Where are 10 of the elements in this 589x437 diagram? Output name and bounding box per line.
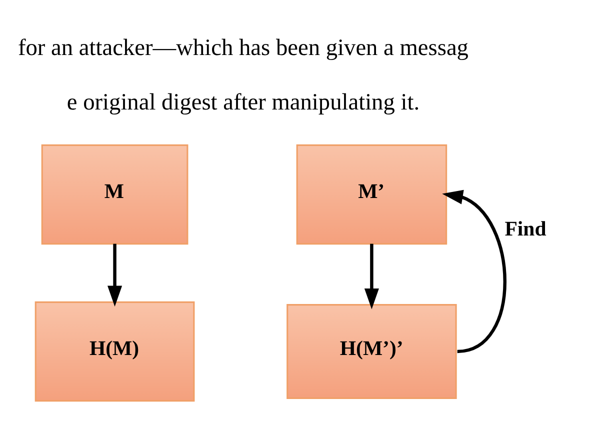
label: for an attacker—which has been given a messag [18,34,468,61]
arrow [108,244,122,307]
node-box: H(M’)’ [286,304,457,399]
node-box: H(M) [34,301,195,402]
node-box: M [41,144,188,245]
arrow [364,244,379,310]
label: e original digest after manipulating it. [66,89,420,116]
arrow [442,190,506,354]
node-box: M’ [296,144,448,245]
edge-label: Find [504,218,546,241]
